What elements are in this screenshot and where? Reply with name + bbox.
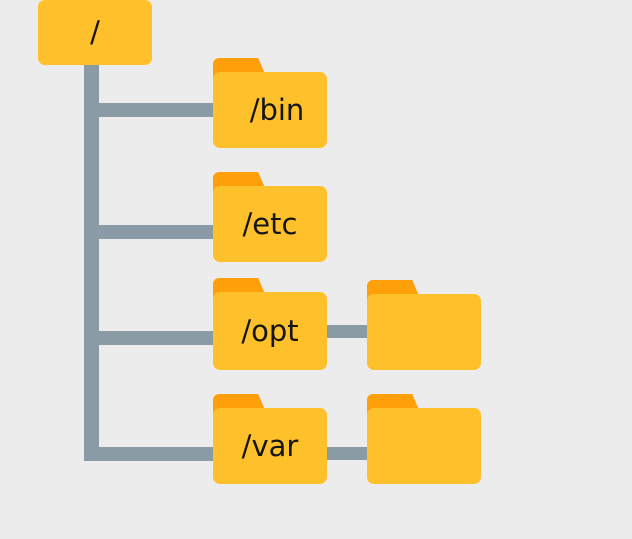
root-folder[interactable]: /	[38, 0, 152, 65]
folder-etc[interactable]: /etc	[213, 172, 327, 262]
root-folder-label: /	[90, 15, 100, 49]
folder-bin-body: /bin	[213, 72, 327, 148]
folder-var-subfolder-body	[367, 408, 481, 484]
folder-var-label: /var	[241, 428, 299, 463]
folder-etc-label: /etc	[242, 206, 298, 241]
folder-opt-label: /opt	[241, 313, 299, 348]
folder-etc-body: /etc	[213, 186, 327, 262]
sub-connector-var	[325, 447, 370, 460]
folder-var-subfolder[interactable]	[367, 394, 481, 484]
folder-bin-label: /bin	[249, 92, 305, 127]
folder-var[interactable]: /var	[213, 394, 327, 484]
branch-connector-bin	[84, 103, 216, 117]
branch-connector-opt	[84, 331, 216, 345]
folder-bin[interactable]: /bin	[213, 58, 327, 148]
folder-opt-body: /opt	[213, 292, 327, 370]
folder-var-body: /var	[213, 408, 327, 484]
folder-opt-subfolder[interactable]	[367, 280, 481, 370]
folder-opt-subfolder-body	[367, 294, 481, 370]
folder-opt[interactable]: /opt	[213, 278, 327, 370]
branch-connector-etc	[84, 225, 216, 239]
sub-connector-opt	[325, 325, 370, 338]
root-trunk-connector	[84, 60, 99, 461]
branch-connector-var	[84, 447, 216, 461]
root-folder-body: /	[38, 0, 152, 65]
